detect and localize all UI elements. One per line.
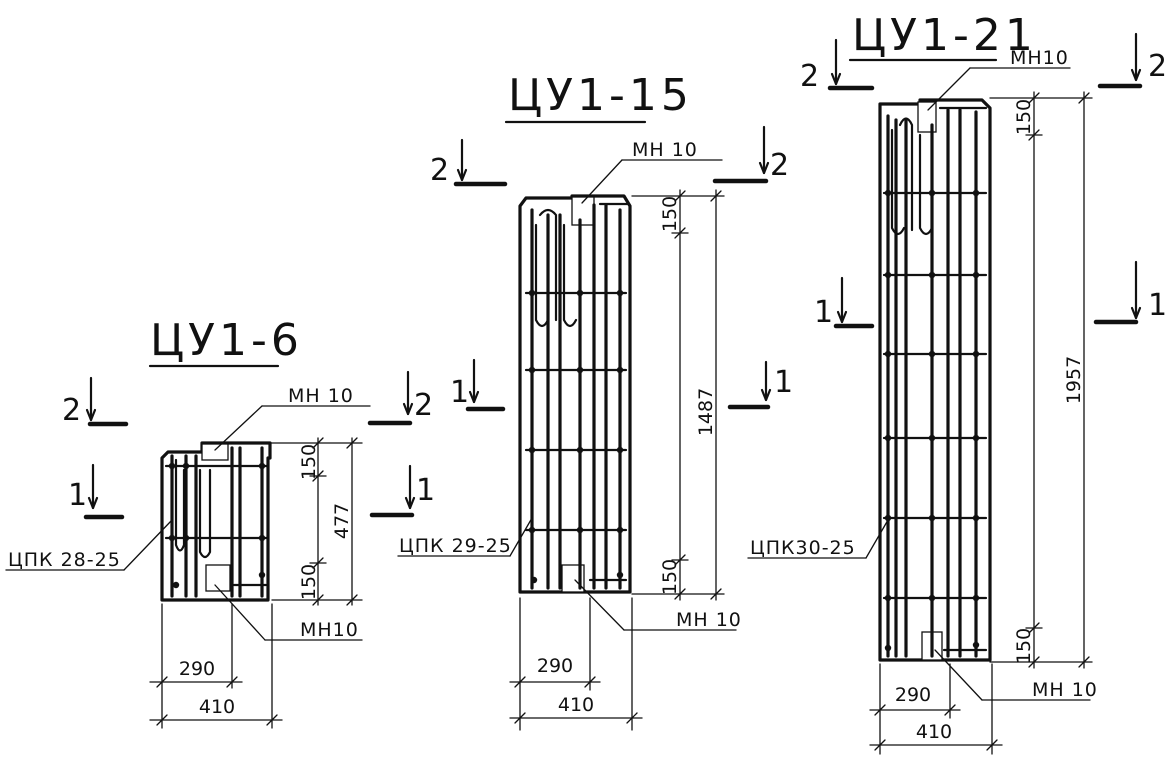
section-mark-2-right: 2 xyxy=(367,370,433,426)
drawing-cu1-21: ЦУ1-21 2 1 2 1 xyxy=(747,10,1167,755)
svg-text:1: 1 xyxy=(1148,288,1167,323)
section-mark-2-left: 2 xyxy=(430,138,508,188)
dimension-lines: 150 150 1957 290 410 xyxy=(869,91,1093,755)
section-mark-1-left: 1 xyxy=(450,358,506,412)
section-mark-2-left: 2 xyxy=(800,38,875,94)
dim-height: 1487 xyxy=(695,388,717,436)
frame-label: ЦПК30-25 xyxy=(747,519,889,559)
svg-text:ЦПК 29-25: ЦПК 29-25 xyxy=(399,535,512,557)
frame-label: ЦПК 29-25 xyxy=(397,517,533,557)
section-mark-1-right: 1 xyxy=(727,360,793,410)
dimension-lines: 150 150 477 290 410 xyxy=(149,437,363,729)
svg-text:МН 10: МН 10 xyxy=(632,139,698,161)
plate-bottom-label: МН 10 xyxy=(934,649,1098,701)
section-mark-1-right: 1 xyxy=(369,464,435,518)
svg-text:МН10: МН10 xyxy=(300,619,359,641)
dim-outer-width: 410 xyxy=(916,721,952,743)
svg-text:2: 2 xyxy=(1148,49,1167,84)
plate-top-label: МН 10 xyxy=(581,139,723,204)
section-mark-2-right: 2 xyxy=(712,125,789,184)
section-mark-1-left: 1 xyxy=(68,463,125,520)
section-mark-1-left: 1 xyxy=(814,276,875,330)
svg-text:2: 2 xyxy=(62,393,81,428)
dim-bottom: 150 xyxy=(1013,628,1035,664)
drawing-title: ЦУ1-15 xyxy=(508,70,693,121)
svg-text:ЦПК 28-25: ЦПК 28-25 xyxy=(8,549,121,571)
dimension-lines: 150 150 1487 290 410 xyxy=(509,189,725,731)
svg-text:1: 1 xyxy=(774,365,793,400)
plate-top-label: МН 10 xyxy=(214,385,371,451)
drawing-title: ЦУ1-21 xyxy=(852,10,1037,61)
svg-text:2: 2 xyxy=(770,148,789,183)
section-mark-2-left: 2 xyxy=(62,376,129,428)
plate-bottom-label: МН 10 xyxy=(574,579,742,631)
frame-label: ЦПК 28-25 xyxy=(5,519,173,571)
drawing-title: ЦУ1-6 xyxy=(150,315,303,366)
svg-text:1: 1 xyxy=(68,478,87,513)
svg-text:2: 2 xyxy=(800,59,819,94)
plate-bottom-label: МН10 xyxy=(214,584,363,641)
dim-bottom: 150 xyxy=(659,559,681,595)
svg-text:МН 10: МН 10 xyxy=(676,609,742,631)
svg-text:2: 2 xyxy=(430,153,449,188)
drawing-cu1-15: ЦУ1-15 2 1 2 1 xyxy=(397,70,793,731)
dim-inner-width: 290 xyxy=(895,684,931,706)
dim-top: 150 xyxy=(659,196,681,232)
svg-text:МН 10: МН 10 xyxy=(1032,679,1098,701)
dim-bottom: 150 xyxy=(298,564,320,600)
plate-top-label: МН10 xyxy=(927,47,1071,111)
section-mark-2-right: 2 xyxy=(1097,32,1167,89)
dim-inner-width: 290 xyxy=(179,658,215,680)
section-mark-1-right: 1 xyxy=(1093,260,1167,325)
svg-text:2: 2 xyxy=(414,388,433,423)
dim-outer-width: 410 xyxy=(558,694,594,716)
dim-inner-width: 290 xyxy=(537,655,573,677)
column-element xyxy=(160,441,272,602)
svg-text:МН10: МН10 xyxy=(1010,47,1069,69)
svg-text:1: 1 xyxy=(416,473,435,508)
svg-text:ЦПК30-25: ЦПК30-25 xyxy=(750,537,856,559)
column-element xyxy=(518,194,632,594)
dim-height: 477 xyxy=(331,503,353,539)
dim-outer-width: 410 xyxy=(199,696,235,718)
svg-text:1: 1 xyxy=(450,375,469,410)
dim-height: 1957 xyxy=(1063,356,1085,404)
svg-text:1: 1 xyxy=(814,295,833,330)
column-element xyxy=(878,98,992,662)
drawing-cu1-6: ЦУ1-6 2 1 2 1 xyxy=(5,315,435,729)
dim-top: 150 xyxy=(298,444,320,480)
dim-top: 150 xyxy=(1013,99,1035,135)
svg-text:МН 10: МН 10 xyxy=(288,385,354,407)
